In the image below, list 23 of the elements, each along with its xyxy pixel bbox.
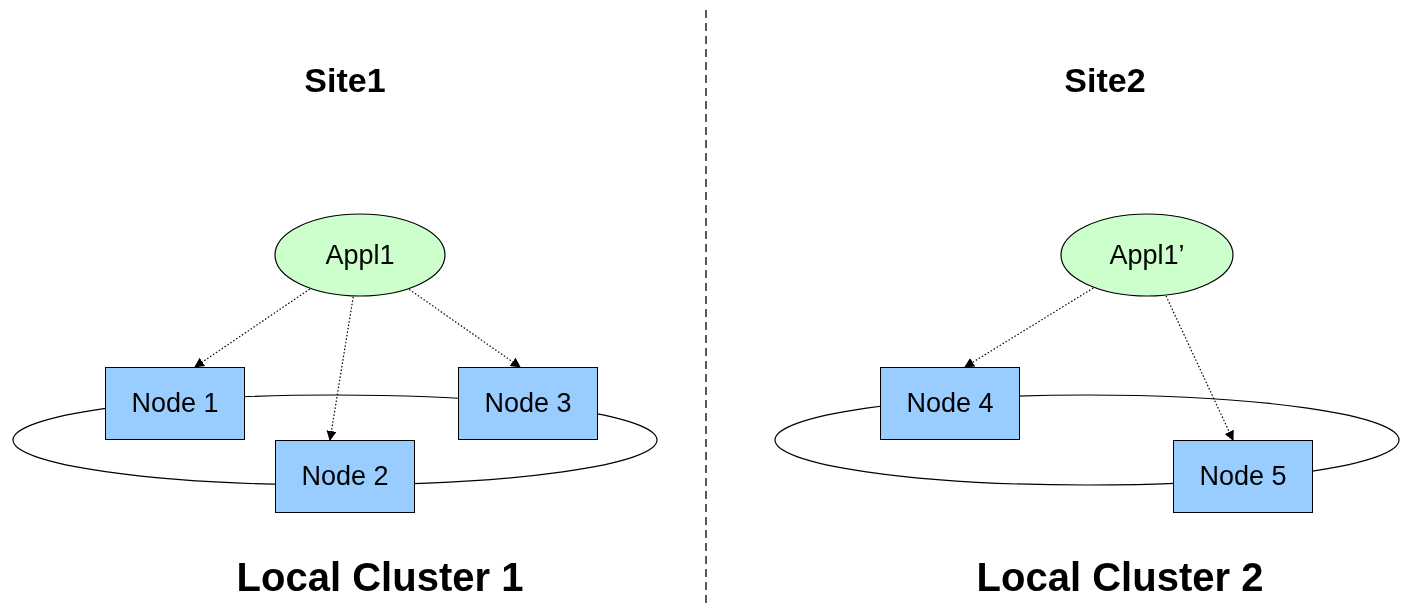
node-label: Node 1 [131, 387, 219, 421]
cluster-caption: Local Cluster 2 [976, 557, 1264, 597]
node-box [105, 367, 245, 440]
cluster-caption: Local Cluster 1 [236, 557, 524, 597]
node-label: Appl1’ [1109, 238, 1185, 272]
arrow [194, 288, 311, 368]
node-box [880, 367, 1020, 440]
site-heading: Site2 [1064, 63, 1146, 97]
node-label: Node 4 [906, 387, 994, 421]
node-label: Appl1 [325, 238, 395, 272]
application-ellipse [1060, 213, 1234, 297]
arrow [1165, 295, 1234, 441]
arrow [326, 296, 354, 441]
node-label: Node 5 [1199, 460, 1287, 494]
node-box [1173, 440, 1313, 513]
site-heading: Site1 [304, 63, 386, 97]
application-ellipse [274, 213, 446, 297]
node-label: Node 3 [484, 387, 572, 421]
arrow [408, 288, 521, 368]
node-box [458, 367, 598, 440]
arrow [964, 287, 1094, 368]
node-label: Node 2 [301, 460, 389, 494]
node-box [275, 440, 415, 513]
